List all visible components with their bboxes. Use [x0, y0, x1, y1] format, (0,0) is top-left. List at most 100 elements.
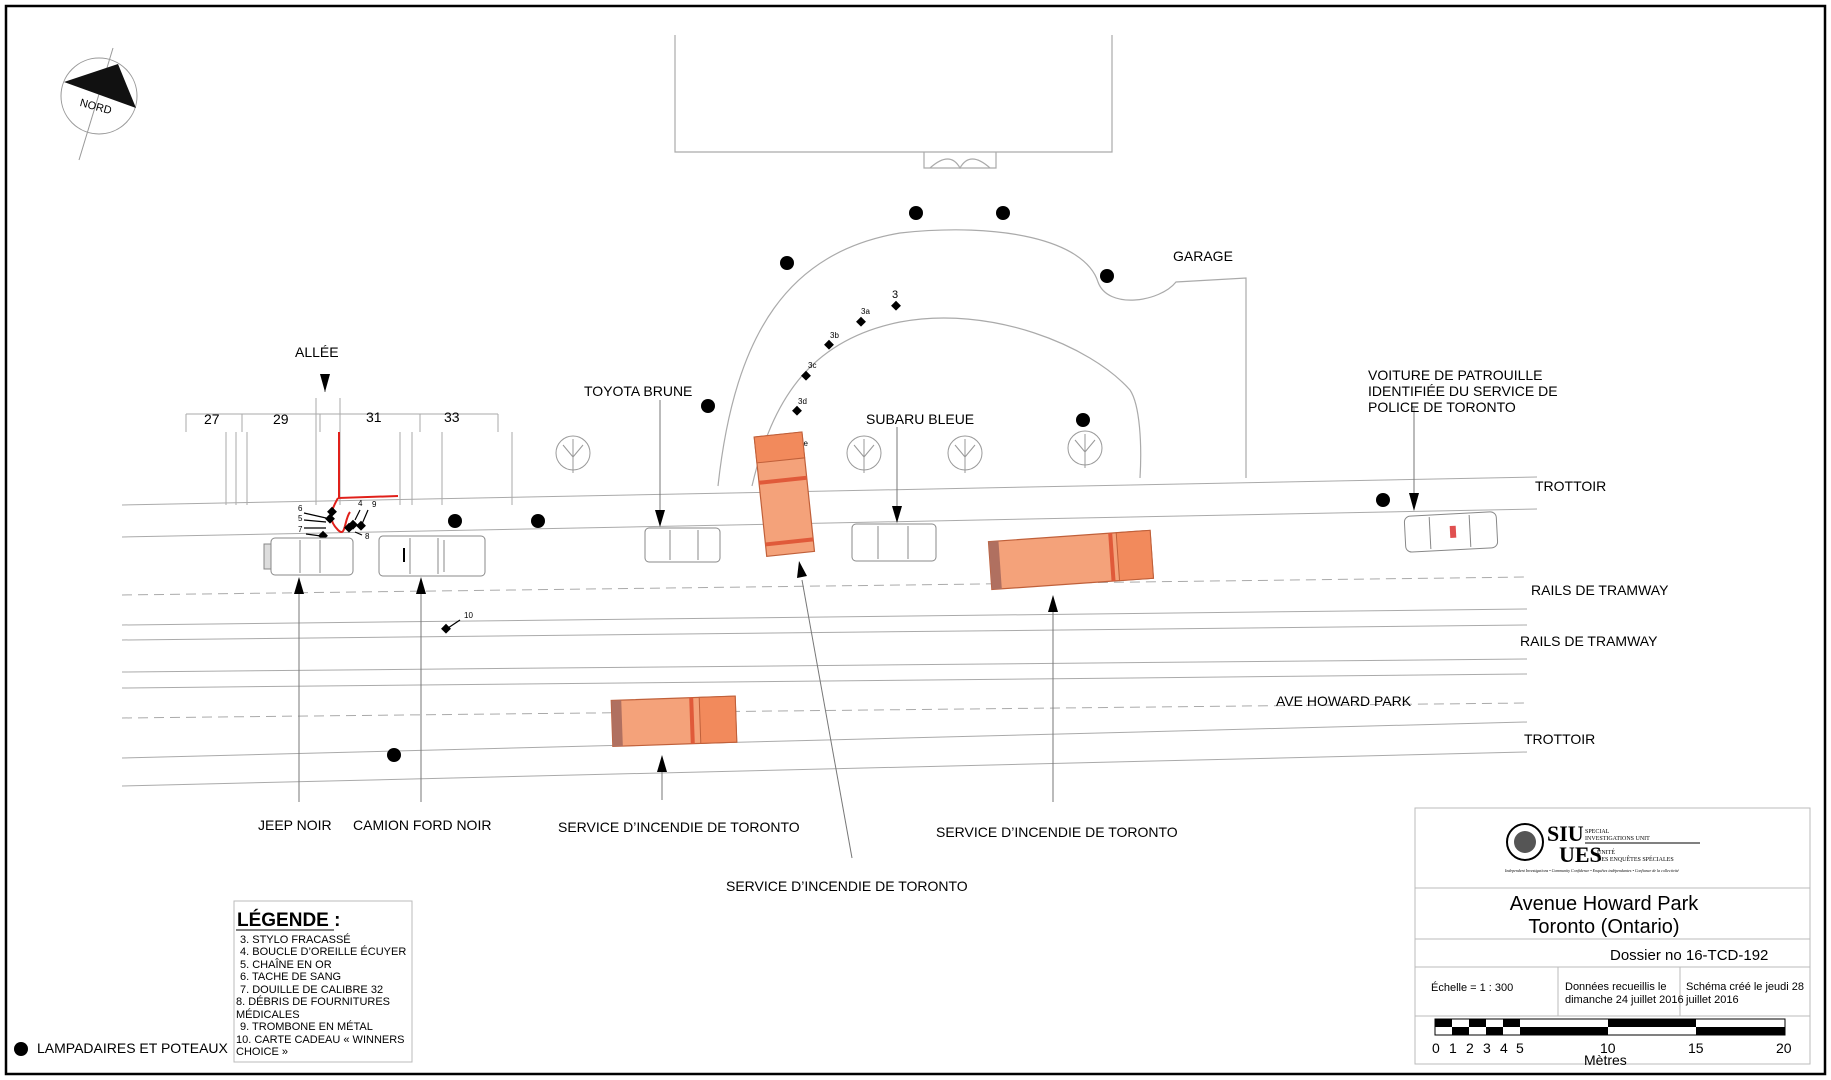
label-jeep: JEEP NOIR	[258, 817, 332, 833]
drawing-border	[4, 4, 1827, 1076]
lamp-posts	[14, 206, 1390, 1056]
lamp-post-icon	[14, 1042, 28, 1056]
label-patrol-line1: VOITURE DE PATROUILLE	[1368, 367, 1543, 383]
vehicle-jeep	[263, 537, 354, 576]
title-dossier: Dossier no 16-TCD-192	[1610, 947, 1768, 964]
title-created-1: Schéma créé le jeudi 28	[1686, 981, 1804, 993]
tree-icon	[555, 435, 591, 473]
legend-title: LÉGENDE :	[237, 909, 340, 931]
north-arrow-icon: NORD	[60, 47, 138, 161]
label-lot-27: 27	[204, 411, 220, 427]
legend-item: CHOICE »	[236, 1046, 288, 1058]
evidence-label-10: 10	[464, 611, 473, 620]
title-created-2: juillet 2016	[1685, 994, 1739, 1006]
evidence-marker-3a	[856, 316, 866, 327]
tree-icons	[555, 430, 1103, 473]
scale-tick-10: 10	[1600, 1040, 1616, 1056]
property-lines	[185, 398, 513, 505]
fire-truck-lower	[610, 695, 738, 748]
legend-box: LÉGENDE : 3. STYLO FRACASSÉ 4. BOUCLE D’…	[233, 900, 413, 1063]
label-rails-2: RAILS DE TRAMWAY	[1520, 633, 1658, 649]
vehicle-toyota	[644, 527, 721, 563]
label-ford: CAMION FORD NOIR	[353, 817, 491, 833]
title-block: SIU UES SPECIAL INVESTIGATIONS UNIT UNIT…	[1414, 807, 1811, 1068]
evidence-label-4: 4	[358, 499, 363, 508]
label-poles: LAMPADAIRES ET POTEAUX	[37, 1040, 229, 1056]
evidence-label-8: 8	[365, 532, 370, 541]
scale-tick-1: 1	[1449, 1040, 1457, 1056]
building-outline	[674, 35, 1113, 170]
label-trottoir-top: TROTTOIR	[1535, 478, 1606, 494]
evidence-label-9: 9	[372, 500, 377, 509]
evidence-label-3a: 3a	[861, 307, 870, 316]
scale-tick-0: 0	[1432, 1040, 1440, 1056]
title-scale: Échelle = 1 : 300	[1431, 981, 1513, 994]
evidence-markers	[318, 300, 901, 634]
scale-tick-4: 4	[1500, 1040, 1508, 1056]
label-subaru: SUBARU BLEUE	[866, 411, 974, 427]
scale-bar	[1434, 1018, 1786, 1036]
label-fire-2: SERVICE D’INCENDIE DE TORONTO	[936, 824, 1178, 840]
legend-item: 5. CHAÎNE EN OR	[240, 958, 332, 971]
scale-tick-3: 3	[1483, 1040, 1491, 1056]
scale-unit: Mètres	[1584, 1052, 1627, 1068]
legend-item: 4. BOUCLE D’OREILLE ÉCUYER	[240, 945, 406, 958]
lamp-post-icon	[448, 514, 462, 528]
fire-truck-driveway	[753, 431, 816, 558]
label-allee: ALLÉE	[295, 344, 339, 360]
siu-logo: SIU UES SPECIAL INVESTIGATIONS UNIT UNIT…	[1504, 821, 1700, 873]
title-collected-1: Données recueillis le	[1565, 981, 1667, 993]
evidence-label-3b: 3b	[830, 331, 839, 340]
legend-item: 7. DOUILLE DE CALIBRE 32	[240, 984, 383, 996]
label-trottoir-bottom: TROTTOIR	[1524, 731, 1595, 747]
evidence-marker-3c	[801, 370, 811, 381]
evidence-marker-9	[356, 520, 366, 531]
label-lot-29: 29	[273, 411, 289, 427]
label-fire-3: SERVICE D’INCENDIE DE TORONTO	[726, 878, 968, 894]
lamp-post-icon	[531, 514, 545, 528]
logo-siu: SIU	[1547, 821, 1584, 846]
label-patrol-line2: IDENTIFIÉE DU SERVICE DE	[1368, 383, 1558, 399]
logo-unite: UNITÉ	[1597, 848, 1615, 856]
title-place-1: Avenue Howard Park	[1510, 893, 1700, 915]
tree-icon	[947, 435, 983, 473]
logo-ues: UES	[1559, 842, 1602, 867]
logo-enquetes: DES ENQUÊTES SPÉCIALES	[1597, 855, 1674, 863]
street-lines	[121, 476, 1538, 787]
fire-truck-street	[987, 529, 1155, 591]
evidence-label-3c: 3c	[808, 361, 816, 370]
evidence-marker-3b	[824, 339, 834, 350]
label-patrol-line3: POLICE DE TORONTO	[1368, 399, 1516, 415]
legend-item: 9. TROMBONE EN MÉTAL	[240, 1020, 373, 1033]
label-fire-1: SERVICE D’INCENDIE DE TORONTO	[558, 819, 800, 835]
legend-item: 8. DÉBRIS DE FOURNITURES	[236, 995, 390, 1008]
scene-labels: ALLÉE 27 29 31 33 TOYOTA BRUNE SUBARU BL…	[37, 248, 1669, 1056]
north-label: NORD	[78, 97, 112, 117]
logo-unit: INVESTIGATIONS UNIT	[1585, 836, 1650, 842]
evidence-label-6: 6	[298, 504, 303, 513]
evidence-label-3: 3	[892, 289, 898, 301]
evidence-label-5: 5	[298, 514, 303, 523]
vehicle-patrol-car	[1403, 511, 1499, 553]
title-collected-2: dimanche 24 juillet 2016	[1565, 994, 1684, 1006]
evidence-marker-6	[327, 506, 337, 517]
legend-item: 10. CARTE CADEAU « WINNERS	[236, 1034, 405, 1046]
evidence-label-7: 7	[298, 525, 303, 534]
lamp-post-icon	[996, 206, 1010, 220]
label-lot-33: 33	[444, 409, 460, 425]
lamp-post-icon	[387, 748, 401, 762]
scale-tick-2: 2	[1466, 1040, 1474, 1056]
evidence-marker-3	[891, 300, 901, 311]
scale-tick-20: 20	[1776, 1040, 1792, 1056]
tree-icon	[1067, 430, 1103, 468]
label-rails-1: RAILS DE TRAMWAY	[1531, 582, 1669, 598]
evidence-marker-3d	[792, 405, 802, 416]
evidence-marker-10	[441, 623, 451, 634]
legend-item: 3. STYLO FRACASSÉ	[240, 933, 351, 946]
vehicle-subaru	[851, 523, 937, 562]
label-lot-31: 31	[366, 409, 382, 425]
title-place-2: Toronto (Ontario)	[1528, 916, 1679, 938]
tree-icon	[846, 435, 882, 473]
